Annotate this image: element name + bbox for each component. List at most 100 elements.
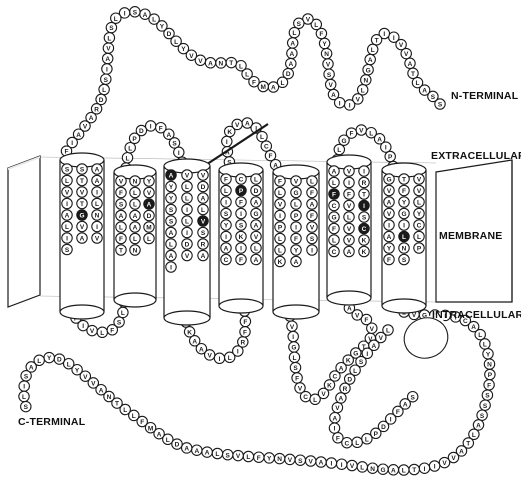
loop-residue: V bbox=[103, 43, 113, 53]
svg-text:G: G bbox=[79, 213, 84, 220]
svg-text:L: L bbox=[128, 145, 132, 152]
svg-text:R: R bbox=[201, 242, 206, 249]
svg-text:A: A bbox=[331, 92, 336, 99]
helix-residue: L bbox=[116, 222, 126, 232]
svg-text:A: A bbox=[143, 12, 148, 19]
svg-text:L: L bbox=[22, 394, 26, 401]
svg-text:A: A bbox=[290, 51, 295, 58]
helix-residue: I bbox=[236, 208, 246, 218]
loop-residue: I bbox=[102, 64, 112, 74]
svg-text:I: I bbox=[330, 461, 332, 468]
helix-residue: F bbox=[384, 254, 394, 264]
svg-text:S: S bbox=[117, 320, 122, 327]
helix-residue: D bbox=[182, 239, 192, 249]
loop-residue: V bbox=[232, 119, 242, 129]
svg-text:P: P bbox=[417, 246, 422, 253]
svg-text:A: A bbox=[166, 132, 171, 139]
loop-residue: S bbox=[408, 392, 418, 402]
helix-residue: S bbox=[166, 204, 176, 214]
svg-text:T: T bbox=[412, 467, 416, 474]
helix-residue: T bbox=[359, 189, 369, 199]
svg-text:Y: Y bbox=[47, 355, 52, 362]
helix-residue: V bbox=[251, 231, 261, 241]
svg-text:L: L bbox=[166, 437, 170, 444]
svg-text:S: S bbox=[24, 404, 29, 411]
loop-residue: I bbox=[222, 136, 232, 146]
helix-residue: V bbox=[62, 187, 72, 197]
svg-text:D: D bbox=[254, 188, 259, 195]
helix-residue: Y bbox=[291, 245, 301, 255]
svg-text:A: A bbox=[95, 178, 100, 185]
membrane-label: MEMBRANE bbox=[439, 230, 502, 242]
loop-residue: F bbox=[484, 380, 494, 390]
svg-text:V: V bbox=[306, 17, 311, 24]
svg-text:K: K bbox=[239, 234, 244, 241]
helix-residue: V bbox=[344, 166, 354, 176]
svg-text:A: A bbox=[157, 431, 162, 438]
svg-text:L: L bbox=[185, 184, 189, 191]
svg-text:I: I bbox=[349, 103, 351, 110]
loop-residue: S bbox=[324, 69, 334, 79]
helix-residue: C bbox=[236, 174, 246, 184]
svg-text:C: C bbox=[224, 257, 229, 264]
svg-text:N: N bbox=[277, 456, 282, 463]
svg-text:V: V bbox=[356, 97, 361, 104]
svg-text:A: A bbox=[76, 132, 81, 139]
svg-text:V: V bbox=[387, 211, 392, 218]
svg-text:N: N bbox=[370, 466, 375, 473]
helix-residue: L bbox=[182, 181, 192, 191]
loop-residue: L bbox=[243, 451, 253, 461]
svg-text:A: A bbox=[290, 41, 295, 48]
svg-text:I: I bbox=[366, 351, 368, 358]
loop-residue: N bbox=[274, 453, 284, 463]
svg-text:T: T bbox=[362, 192, 366, 199]
svg-text:V: V bbox=[417, 177, 422, 184]
loop-residue: L bbox=[236, 60, 246, 70]
svg-text:N: N bbox=[95, 213, 100, 220]
svg-text:R: R bbox=[94, 106, 99, 113]
helix-residue: L bbox=[275, 233, 285, 243]
svg-text:I: I bbox=[388, 223, 390, 230]
svg-text:L: L bbox=[337, 147, 341, 154]
svg-text:V: V bbox=[106, 46, 111, 53]
svg-text:I: I bbox=[170, 265, 172, 272]
helix-residue: F bbox=[236, 197, 246, 207]
svg-text:I: I bbox=[311, 248, 313, 255]
loop-residue: L bbox=[99, 84, 109, 94]
svg-text:A: A bbox=[205, 450, 210, 457]
helix-residue: I bbox=[236, 243, 246, 253]
svg-text:F: F bbox=[319, 31, 323, 38]
svg-text:I: I bbox=[240, 246, 242, 253]
helix-residue: A bbox=[77, 233, 87, 243]
helix-residue: V bbox=[77, 187, 87, 197]
svg-text:V: V bbox=[201, 219, 206, 226]
helix-residue: L bbox=[130, 199, 140, 209]
helix-residue: F bbox=[116, 233, 126, 243]
svg-text:L: L bbox=[215, 451, 219, 458]
svg-text:K: K bbox=[362, 249, 367, 256]
svg-text:G: G bbox=[366, 67, 371, 74]
svg-text:G: G bbox=[380, 467, 385, 474]
svg-text:Y: Y bbox=[169, 184, 174, 191]
loop-residue: Y bbox=[483, 349, 493, 359]
helix-residue: V bbox=[275, 199, 285, 209]
loop-residue: S bbox=[295, 455, 305, 465]
svg-text:S: S bbox=[201, 230, 206, 237]
loop-residue: V bbox=[356, 125, 366, 135]
loop-residue: I bbox=[146, 121, 156, 131]
loop-residue: L bbox=[289, 352, 299, 362]
helix-residue: V bbox=[384, 208, 394, 218]
svg-text:I: I bbox=[240, 211, 242, 218]
helix-residue: V bbox=[344, 223, 354, 233]
svg-text:V: V bbox=[404, 51, 409, 58]
helix-residue: T bbox=[77, 175, 87, 185]
svg-text:T: T bbox=[229, 60, 233, 67]
svg-text:Y: Y bbox=[402, 200, 407, 207]
helix-residue: R bbox=[198, 239, 208, 249]
svg-text:Y: Y bbox=[224, 223, 229, 230]
svg-text:D: D bbox=[286, 71, 291, 78]
svg-text:L: L bbox=[361, 87, 365, 94]
loop-residue: L bbox=[122, 153, 132, 163]
svg-text:L: L bbox=[365, 436, 369, 443]
svg-text:V: V bbox=[350, 463, 355, 470]
